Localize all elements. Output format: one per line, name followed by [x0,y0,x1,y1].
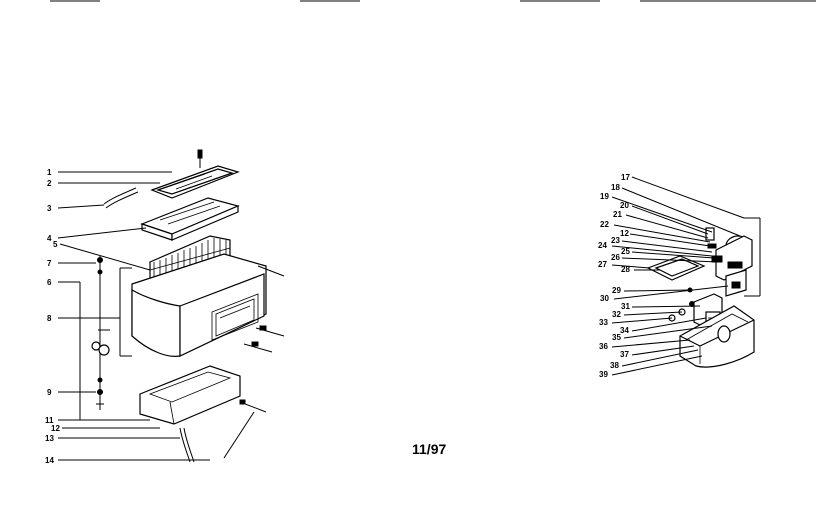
callout-28: 28 [621,265,630,274]
callout-32: 32 [612,310,621,319]
right-callout-labels: 17 18 19 20 21 22 12 23 24 25 26 27 28 2… [598,173,630,379]
left-leader-lines [57,171,210,461]
callout-37: 37 [620,350,629,359]
callout-1: 1 [47,168,52,177]
callout-39: 39 [599,370,608,379]
callout-4: 4 [47,234,52,243]
right-leader-lines [611,176,745,376]
callout-35: 35 [612,333,621,342]
callout-27: 27 [598,260,607,269]
callout-24: 24 [598,241,607,250]
callout-20: 20 [620,201,629,210]
callout-26: 26 [611,253,620,262]
callout-5: 5 [53,240,58,249]
callout-29: 29 [612,286,621,295]
callout-9: 9 [47,388,52,397]
callout-18: 18 [611,183,620,192]
callout-14: 14 [45,456,54,465]
callout-34: 34 [620,326,629,335]
callout-25: 25 [621,247,630,256]
callout-12-right: 12 [620,229,629,238]
callout-23: 23 [611,236,620,245]
callout-17: 17 [621,173,630,182]
callout-30: 30 [600,294,609,303]
callout-13: 13 [45,434,54,443]
callout-8: 8 [47,314,52,323]
callout-36: 36 [599,342,608,351]
callout-3: 3 [47,204,52,213]
left-assembly-drawing [91,149,285,463]
left-callout-labels: 1 2 3 4 5 7 6 8 9 11 12 13 14 [45,168,60,465]
right-assembly-drawing [646,217,761,368]
callout-12: 12 [51,424,60,433]
callout-33: 33 [599,318,608,327]
callout-22: 22 [600,220,609,229]
callout-6: 6 [47,278,52,287]
callout-38: 38 [610,361,619,370]
callout-7: 7 [47,259,52,268]
callout-31: 31 [621,302,630,311]
callout-2: 2 [47,179,52,188]
date-code: 11/97 [412,441,447,457]
callout-19: 19 [600,192,609,201]
callout-11: 11 [45,416,54,425]
callout-21: 21 [613,210,622,219]
